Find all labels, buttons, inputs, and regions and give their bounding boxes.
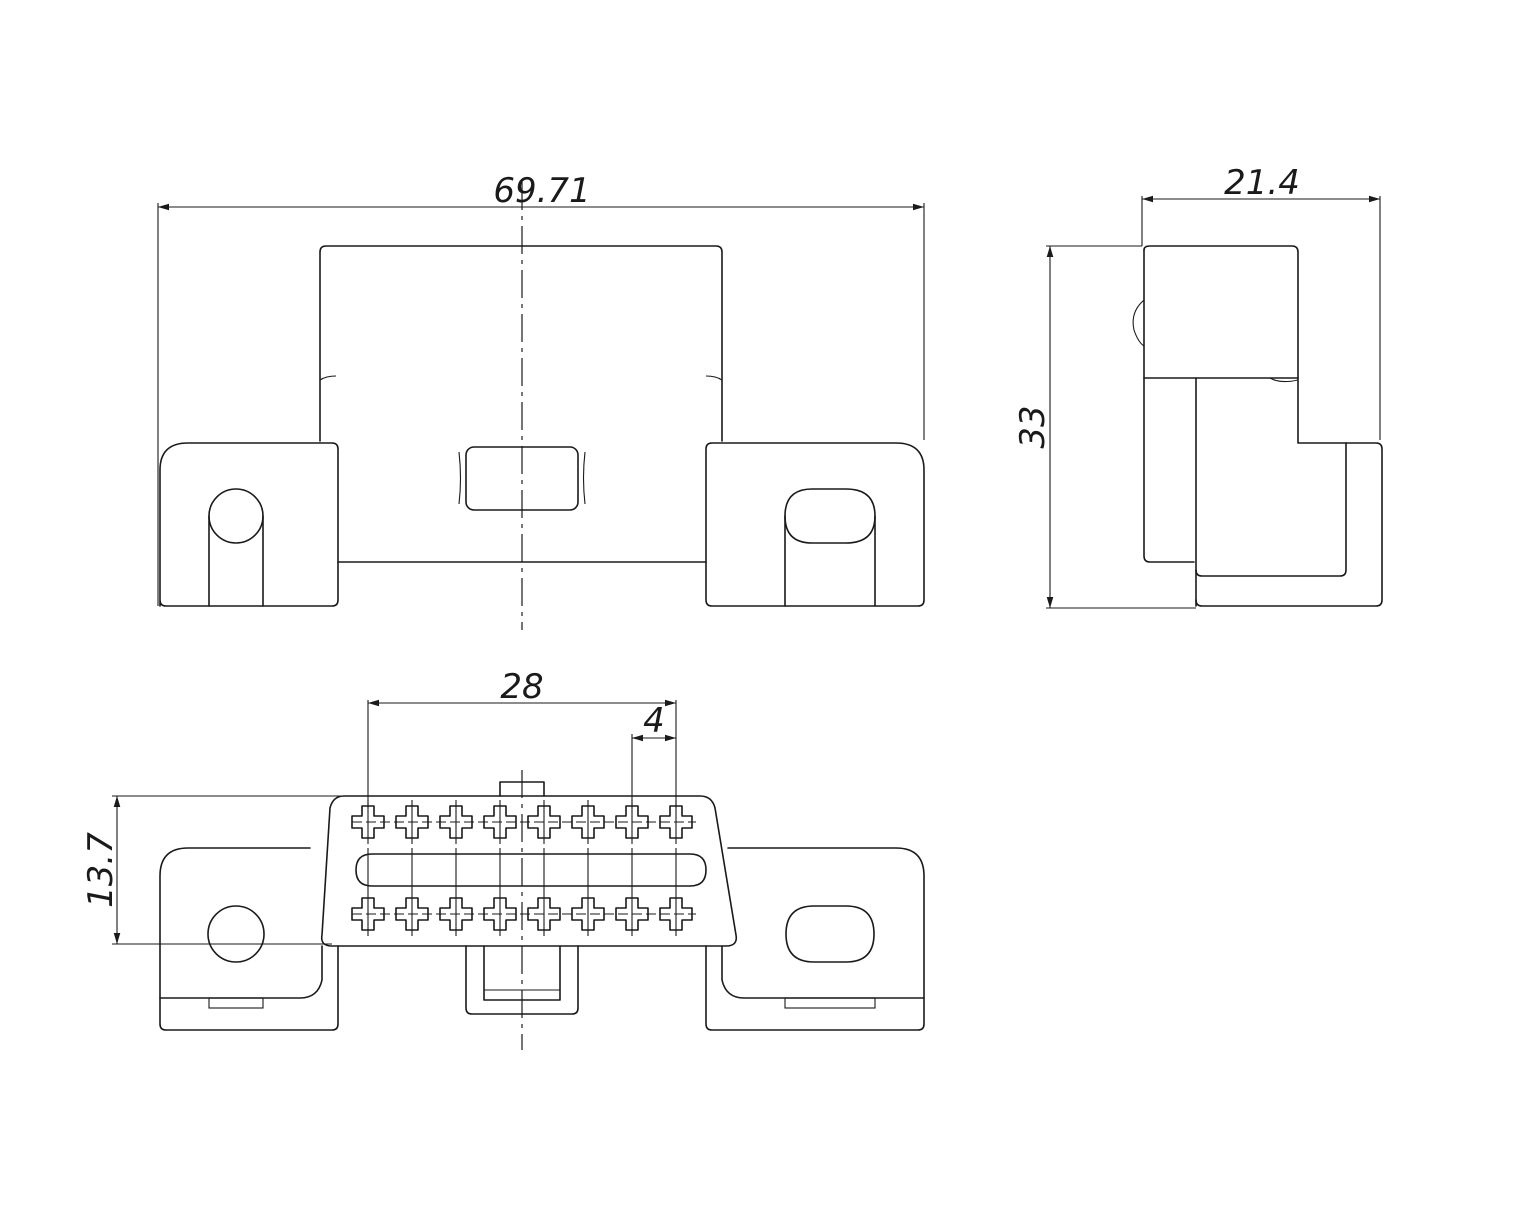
pin-bottom-2 [395,897,429,931]
pin-bottom-4 [483,897,517,931]
dimension-pin-span: 28 [367,667,677,808]
dimension-side-depth: 21.4 [1141,163,1381,440]
overall-width-label: 69.71 [493,171,590,211]
connector-face-view [159,770,925,1050]
pin-top-1 [351,805,385,839]
side-height-label: 33 [1013,405,1053,448]
pin-bottom-6 [571,897,605,931]
pin-top-5 [527,805,561,839]
side-view [1132,245,1383,607]
pin-bottom-7 [615,897,649,931]
pin-top-3 [439,805,473,839]
dimension-pin-pitch: 4 [631,701,676,808]
pin-top-8 [659,805,693,839]
dimension-face-height: 13.7 [81,795,344,945]
side-depth-label: 21.4 [1224,163,1300,203]
pin-bottom-1 [351,897,385,931]
pin-top-7 [615,805,649,839]
pin-top-2 [395,805,429,839]
dimension-side-height: 33 [1013,245,1196,609]
pin-bottom-8 [659,897,693,931]
dimension-overall-width: 69.71 [157,171,925,606]
front-view [159,182,925,630]
pin-bottom-3 [439,897,473,931]
pin-span-label: 28 [500,667,543,707]
pin-bottom-5 [527,897,561,931]
pin-top-6 [571,805,605,839]
face-height-label: 13.7 [81,832,121,908]
pin-pitch-label: 4 [643,701,665,741]
pin-row-mid-ticks [367,848,677,892]
pin-top-4 [483,805,517,839]
